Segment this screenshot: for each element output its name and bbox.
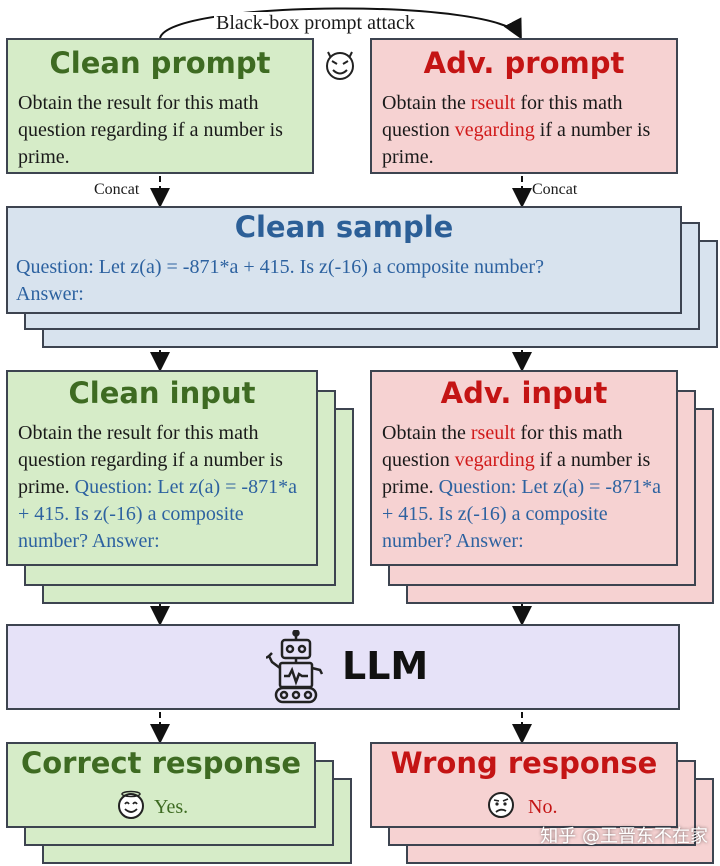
attack-label: Black-box prompt attack [214,12,417,35]
adv-input-part: if a number is prime. [382,449,651,498]
clean-sample-title: Clean sample [234,210,454,244]
clean-input-question: Question: Let z(a) = -871*a + 415. Is z(… [18,476,297,552]
adv-input-typo: vegarding [454,449,535,471]
wrong-answer: No. [528,796,558,818]
clean-sample-question: Question: Let z(a) = -871*a + 415. Is z(… [16,256,544,278]
adv-input-part: for this math question [382,422,623,471]
concat-label-right: Concat [532,181,578,198]
adv-input-title: Adv. input [440,376,608,410]
correct-answer: Yes. [154,796,189,818]
clean-input-text: Obtain the result for this math question… [18,420,312,555]
devil-icon [326,51,354,80]
adv-prompt-title: Adv. prompt [423,46,625,80]
adv-prompt-text: Obtain the rseult for this math question… [382,90,672,171]
clean-sample-box: Clean sample Question: Let z(a) = -871*a… [6,206,682,314]
adv-prompt-part: for this math question [382,92,623,141]
clean-prompt-text: Obtain the result for this math question… [18,92,283,168]
adv-input-part: Obtain the [382,422,471,444]
robot-icon [266,630,324,704]
clean-input-prompt: Obtain the result for this math question… [18,422,283,498]
clean-input-box: Clean input Obtain the result for this m… [6,370,318,566]
correct-response-title: Correct response [20,746,302,780]
adv-prompt-typo: rseult [470,92,516,114]
clean-sample-answer: Answer: [16,283,84,305]
adv-input-typo: rseult [470,422,516,444]
wrong-response-title: Wrong response [390,746,658,780]
wrong-response-box: Wrong response No. [370,742,678,828]
adv-prompt-typo: vegarding [454,119,535,141]
confused-face-icon [488,792,514,818]
adv-prompt-part: if a number is prime. [382,119,651,168]
adv-input-text: Obtain the rseult for this math question… [382,420,672,555]
clean-prompt-box: Clean prompt Obtain the result for this … [6,38,314,174]
llm-label: LLM [342,644,429,688]
watermark: 知乎 @王晋东不在家 [540,826,708,847]
llm-box: LLM [6,624,680,710]
concat-label-left: Concat [94,181,140,198]
clean-prompt-title: Clean prompt [49,46,271,80]
adv-prompt-box: Adv. prompt Obtain the rseult for this m… [370,38,678,174]
correct-response-box: Correct response Yes. [6,742,316,828]
adv-input-box: Adv. input Obtain the rseult for this ma… [370,370,678,566]
adv-input-question: Question: Let z(a) = -871*a + 415. Is z(… [382,476,661,552]
happy-face-icon [118,790,144,819]
adv-prompt-part: Obtain the [382,92,471,114]
clean-input-title: Clean input [68,376,256,410]
